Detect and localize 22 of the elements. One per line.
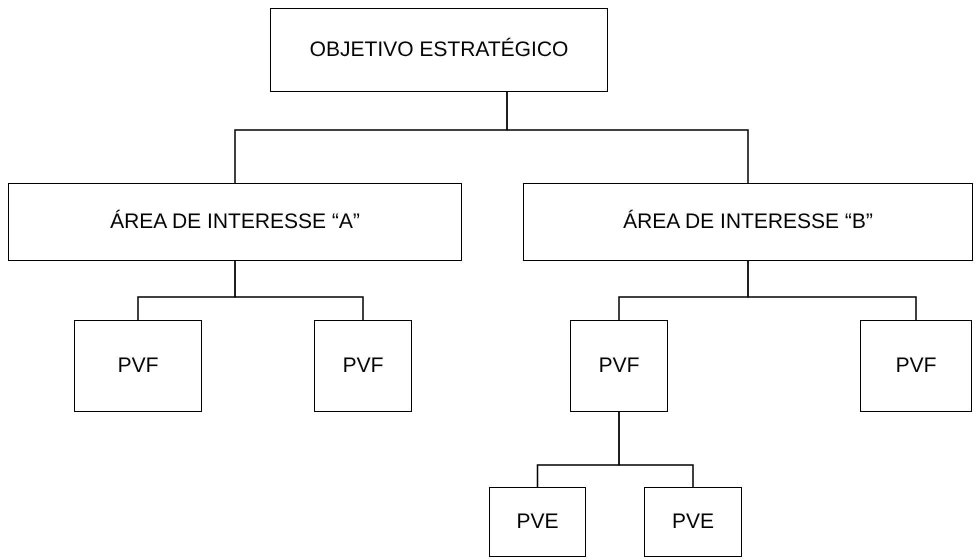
box-label: PVE <box>516 510 559 534</box>
box-label: PVE <box>672 510 714 534</box>
connector-line <box>747 261 917 320</box>
org-box <box>860 320 972 412</box>
org-box <box>489 487 586 557</box>
org-box <box>523 183 973 261</box>
org-box <box>644 487 742 557</box>
org-box <box>270 8 608 92</box>
box-label: ÁREA DE INTERESSE “B” <box>623 210 873 234</box>
connector-line <box>234 261 364 320</box>
box-label: PVF <box>342 354 384 378</box>
box-label: OBJETIVO ESTRATÉGICO <box>310 38 568 62</box>
org-box <box>314 320 412 412</box>
connector-line <box>506 92 749 183</box>
box-label: PVF <box>896 354 936 378</box>
box-label: ÁREA DE INTERESSE “A” <box>110 210 360 234</box>
org-box <box>74 320 202 412</box>
org-box <box>8 183 462 261</box>
org-box <box>570 320 668 412</box>
box-label: PVF <box>598 354 640 378</box>
connector-line <box>618 412 694 487</box>
box-label: PVF <box>118 354 158 378</box>
